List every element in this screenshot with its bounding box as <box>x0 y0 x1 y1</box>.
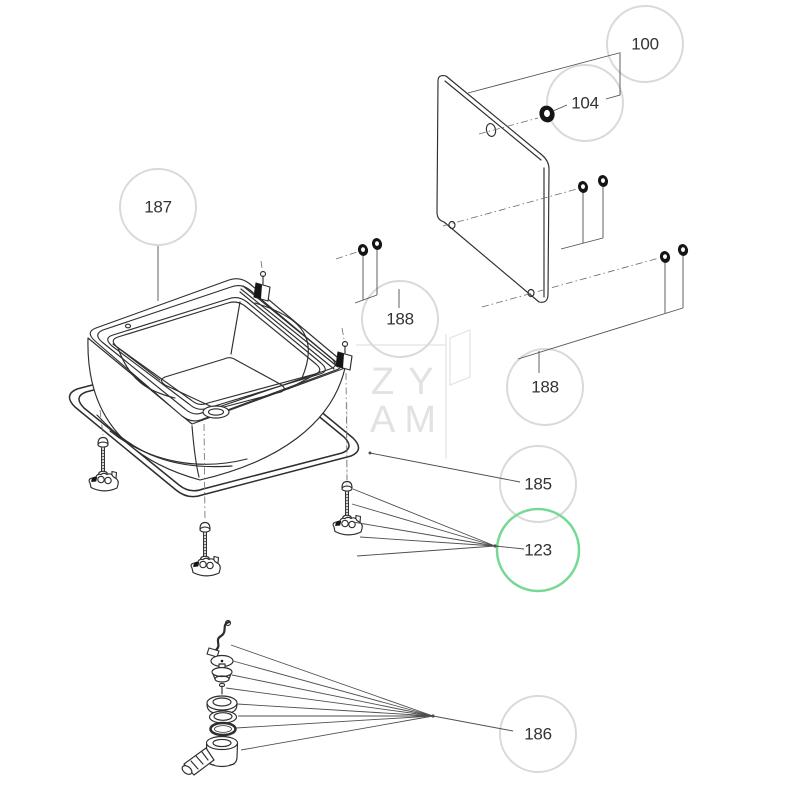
drain-assembly <box>181 619 239 776</box>
drain-plug-hook <box>206 619 232 658</box>
callout-circle-185[interactable] <box>499 445 577 523</box>
clamp-screw-assembly-right <box>332 372 363 536</box>
sink-basin <box>87 260 353 481</box>
drain-plug-stopper <box>211 663 233 683</box>
drain-body <box>181 735 239 776</box>
callout-circle-188a[interactable] <box>361 280 439 358</box>
fastener-pair-sink <box>335 236 384 304</box>
lid-finger-hole <box>485 122 497 138</box>
callout-label-188b: 188 <box>531 378 558 397</box>
callout-circle-123[interactable] <box>495 507 581 593</box>
watermark-text-row2: AM <box>370 399 445 441</box>
watermark-text-row1: ZY <box>371 361 448 403</box>
callout-label-123: 123 <box>524 541 551 560</box>
callout-circle-187[interactable] <box>119 168 197 246</box>
lid-corner-hole-left <box>448 220 456 230</box>
fastener-pair-lid-lower <box>517 242 690 360</box>
clamp-screw-assembly-left <box>88 409 119 492</box>
drain-o-ring <box>209 721 237 737</box>
callout-circle-186[interactable] <box>499 695 577 773</box>
lid-hinge-top <box>253 260 271 302</box>
lid-grommet-104 <box>539 105 555 123</box>
leaders-186 <box>225 644 514 751</box>
clamp-screw-assembly-front <box>190 423 221 577</box>
drain-plug-pin <box>218 682 226 695</box>
callout-label-185: 185 <box>524 475 551 494</box>
watermark: ZY AM <box>346 329 471 486</box>
leaders-123 <box>351 488 525 557</box>
leader-lines <box>157 52 621 751</box>
callout-circle-100[interactable] <box>606 5 684 83</box>
callout-circle-188b[interactable] <box>506 348 584 426</box>
glass-lid <box>436 74 660 308</box>
callout-circle-104[interactable] <box>546 64 624 142</box>
callout-label-100: 100 <box>631 35 658 54</box>
callout-label-104: 104 <box>571 94 598 113</box>
fastener-pair-lid-upper <box>560 173 610 250</box>
callout-label-187: 187 <box>144 198 171 217</box>
drain-opening <box>202 405 230 419</box>
callout-label-186: 186 <box>524 725 551 744</box>
drain-hose-barb <box>183 747 215 776</box>
callout-label-188a: 188 <box>386 310 413 329</box>
drain-washer <box>208 710 238 724</box>
lid-hinge-bottom <box>335 327 353 371</box>
